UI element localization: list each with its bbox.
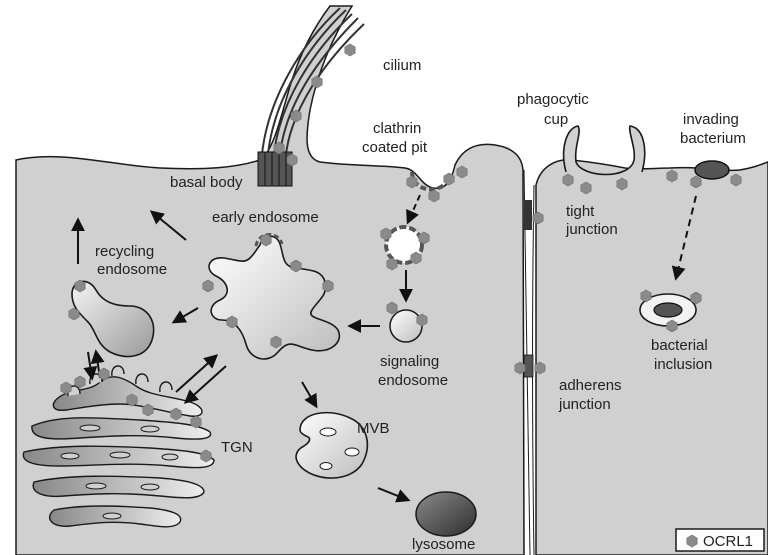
ocrl1-marker <box>291 260 301 272</box>
label-invading-line1: invading <box>683 111 739 128</box>
ocrl1-marker <box>171 408 181 420</box>
label-phagocytic-line1: phagocytic <box>517 91 589 108</box>
ocrl1-marker <box>641 290 651 302</box>
label-tgn: TGN <box>221 439 253 456</box>
ocrl1-marker <box>411 252 421 264</box>
label-clathrin-line2: coated pit <box>362 139 428 156</box>
ocrl1-marker <box>533 212 543 224</box>
invading-bacterium <box>695 161 729 179</box>
ocrl1-marker <box>419 232 429 244</box>
ocrl1-marker <box>407 176 417 188</box>
label-mvb: MVB <box>357 420 390 437</box>
label-tight-line2: junction <box>565 221 618 238</box>
ocrl1-marker <box>667 320 677 332</box>
ocrl1-marker <box>201 450 211 462</box>
ocrl1-marker <box>381 228 391 240</box>
ocrl1-marker <box>203 280 213 292</box>
label-bacterial-line2: inclusion <box>654 356 712 373</box>
ocrl1-marker <box>99 368 109 380</box>
label-lysosome: lysosome <box>412 536 475 553</box>
ocrl1-marker <box>274 142 284 154</box>
ocrl1-marker <box>667 170 677 182</box>
inclusion-bacterium <box>654 303 682 317</box>
ocrl1-marker <box>387 258 397 270</box>
ocrl1-marker <box>69 308 79 320</box>
ocrl1-marker <box>535 362 545 374</box>
ocrl1-marker <box>261 234 271 246</box>
label-early-endosome: early endosome <box>212 209 319 226</box>
ocrl1-marker <box>444 173 454 185</box>
ocrl1-marker <box>143 404 153 416</box>
ocrl1-marker <box>563 174 573 186</box>
ocrl1-marker <box>323 280 333 292</box>
ocrl1-marker <box>227 316 237 328</box>
legend: OCRL1 <box>676 529 764 551</box>
ocrl1-marker <box>581 182 591 194</box>
label-phagocytic-line2: cup <box>544 111 568 128</box>
ocrl1-marker <box>287 154 297 166</box>
label-cilium: cilium <box>383 57 421 74</box>
label-adherens-line1: adherens <box>559 377 622 394</box>
lysosome <box>416 492 476 536</box>
ocrl1-marker <box>691 176 701 188</box>
ocrl1-marker <box>345 44 355 56</box>
label-clathrin-line1: clathrin <box>373 120 421 137</box>
ocrl1-marker <box>387 302 397 314</box>
label-signaling-line2: endosome <box>378 372 448 389</box>
label-bacterial-line1: bacterial <box>651 337 708 354</box>
ocrl1-marker <box>429 190 439 202</box>
label-recycling-line2: endosome <box>97 261 167 278</box>
signaling-endosome <box>390 310 422 342</box>
ocrl1-marker <box>127 394 137 406</box>
ocrl1-marker <box>417 314 427 326</box>
ocrl1-marker <box>75 280 85 292</box>
legend-ocrl1-icon <box>687 535 697 547</box>
ocrl1-marker <box>61 382 71 394</box>
ocrl1-marker <box>191 416 201 428</box>
ocrl1-marker <box>291 110 301 122</box>
ocrl1-marker <box>691 292 701 304</box>
ocrl1-marker <box>457 166 467 178</box>
label-basal-body: basal body <box>170 174 243 191</box>
ocrl1-marker <box>271 336 281 348</box>
label-tight-line1: tight <box>566 203 595 220</box>
tight-junction-marker <box>524 200 532 230</box>
legend-label: OCRL1 <box>703 533 753 550</box>
ocrl1-marker <box>75 376 85 388</box>
ocrl1-marker <box>617 178 627 190</box>
ocrl1-marker <box>312 76 322 88</box>
label-adherens-line2: junction <box>558 396 611 413</box>
ocrl1-marker <box>731 174 741 186</box>
label-signaling-line1: signaling <box>380 353 439 370</box>
ocrl1-marker <box>515 362 525 374</box>
label-recycling-line1: recycling <box>95 243 154 260</box>
label-invading-line2: bacterium <box>680 130 746 147</box>
